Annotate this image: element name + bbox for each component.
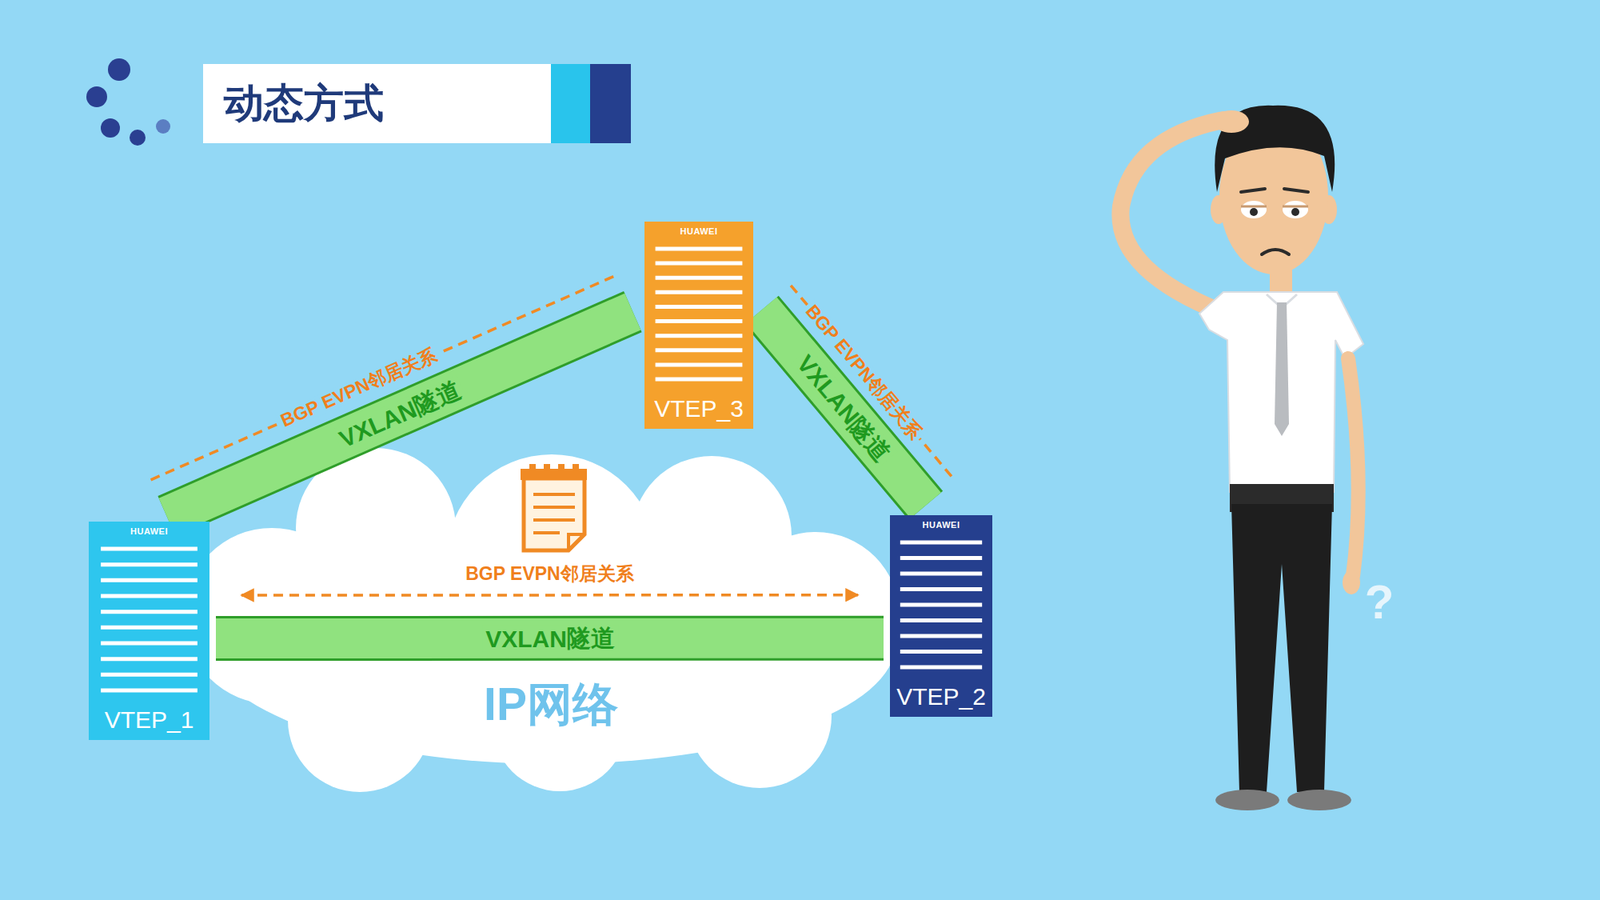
server-stripe	[900, 555, 982, 560]
server-stripe	[900, 540, 982, 545]
server-stripe	[900, 586, 982, 591]
person-part	[1249, 207, 1258, 216]
server-stripe	[655, 347, 743, 352]
server-stripe	[100, 578, 198, 583]
server-box: HUAWEI VTEP_1	[88, 521, 210, 740]
dashed-line	[241, 593, 858, 597]
document-icon	[520, 463, 587, 551]
server-stripe	[655, 275, 743, 280]
network-label: IP网络	[483, 678, 619, 730]
server-stripe	[900, 571, 982, 576]
server-stripe	[100, 688, 198, 693]
server-stripe	[100, 562, 198, 567]
document-icon-part	[529, 463, 536, 472]
document-icon-part	[572, 463, 579, 472]
person-part	[1274, 302, 1289, 436]
bgp-peer-line	[241, 594, 858, 595]
server-stripe	[900, 602, 982, 607]
tunnel-fill	[215, 618, 884, 659]
person-part	[1240, 188, 1309, 192]
person-part	[1348, 358, 1359, 576]
device-name: VTEP_2	[896, 682, 986, 711]
person-part	[1120, 119, 1232, 316]
cloud-part	[287, 647, 432, 792]
logo-dots-part	[129, 129, 146, 146]
person-part	[1240, 200, 1267, 219]
server-box: HUAWEI VTEP_2	[889, 514, 993, 717]
device-name: VTEP_3	[654, 395, 744, 423]
person-part	[1287, 789, 1352, 810]
person-part	[1231, 503, 1333, 792]
document-icon-part	[558, 463, 565, 472]
dashed-line	[151, 275, 618, 480]
cloud	[183, 447, 900, 792]
server-stripe	[100, 594, 198, 599]
server-stripe	[655, 261, 743, 266]
server-stripe	[900, 618, 982, 623]
tunnel-border	[215, 615, 884, 661]
server-stripe	[655, 377, 743, 382]
person-part	[1282, 200, 1309, 219]
connector-layer	[151, 275, 956, 639]
title-bars-part	[590, 63, 631, 144]
logo-dots-part	[100, 118, 120, 138]
person-part	[1199, 291, 1364, 492]
logo-dots-part	[107, 58, 131, 81]
tunnel-border	[167, 311, 634, 517]
server-stripe	[100, 672, 198, 677]
document-icon-part	[523, 478, 585, 551]
server-stripe	[100, 625, 198, 630]
logo-dots-part	[155, 119, 171, 134]
document-icon-part	[533, 530, 560, 535]
server-stripe	[655, 333, 743, 338]
document-icon-part	[568, 534, 585, 551]
tunnel-label: VXLAN隧道	[482, 624, 619, 651]
document-icon-part	[543, 463, 551, 472]
title-text: 动态方式	[223, 76, 384, 131]
person-part	[1215, 789, 1280, 810]
person	[1120, 105, 1364, 810]
server-stripe	[655, 362, 743, 367]
tunnel-fill	[167, 311, 634, 517]
person-part	[1342, 570, 1361, 595]
server-stripe	[900, 665, 982, 670]
brand-logo: HUAWEI	[680, 226, 719, 236]
logo-dots-part	[86, 86, 108, 108]
cloud-part	[687, 643, 832, 788]
server-box: HUAWEI VTEP_3	[644, 221, 754, 429]
server-stripe	[900, 649, 982, 654]
server-stripe	[900, 634, 982, 639]
brand-logo: HUAWEI	[922, 519, 961, 530]
title-bars	[550, 63, 631, 144]
device-name: VTEP_1	[104, 706, 195, 735]
server-stripe	[655, 319, 743, 324]
document-icon-part	[533, 518, 575, 522]
server-stripe	[655, 304, 743, 309]
bgp-peer-line	[151, 275, 618, 480]
server-stripe	[100, 641, 198, 646]
server-stripe	[655, 247, 743, 252]
server-stripe	[100, 656, 198, 661]
title-box: 动态方式	[203, 63, 551, 144]
question-mark: ?	[1364, 575, 1395, 629]
bgp-label: BGP EVPN邻居关系	[462, 563, 637, 584]
vxlan-tunnel	[167, 311, 634, 517]
server-stripe	[100, 546, 198, 551]
person-part	[1240, 205, 1309, 208]
document-icon-part	[533, 505, 575, 509]
server-stripe	[100, 609, 198, 614]
title-bars-part	[550, 63, 591, 144]
logo-dots	[86, 58, 171, 146]
document-icon-part	[533, 492, 575, 496]
person-part	[1261, 249, 1289, 255]
person-part	[1291, 207, 1300, 216]
brand-logo: HUAWEI	[130, 526, 168, 536]
person-part	[1213, 110, 1249, 133]
server-stripe	[655, 290, 743, 295]
